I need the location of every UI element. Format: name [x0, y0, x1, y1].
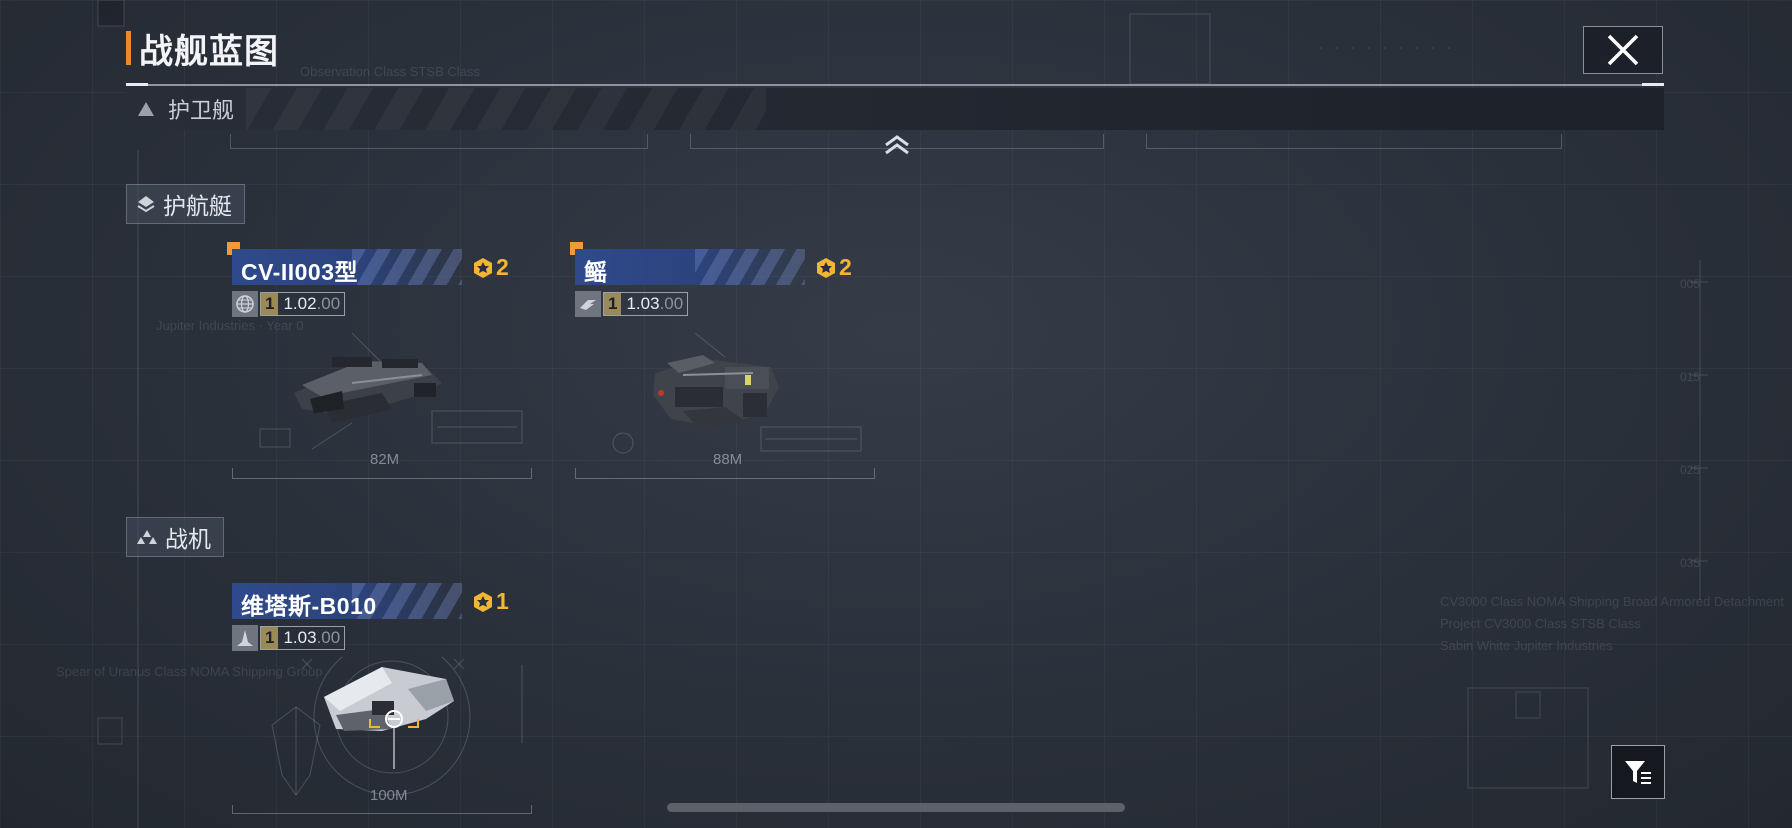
- version-main: 1.02: [283, 294, 317, 313]
- version-sub: .00: [659, 294, 684, 313]
- ruler-decoration: [690, 134, 1104, 149]
- section-tag-escort-boat: 护航艇: [126, 184, 245, 224]
- category-dropdown[interactable]: 护卫舰: [126, 88, 1664, 130]
- ship-stats: 1 1.03.00: [575, 291, 689, 317]
- ruler-decoration: [230, 134, 648, 149]
- filter-button[interactable]: [1611, 745, 1665, 799]
- rank-emblem-icon: [817, 257, 835, 278]
- fighter-squad-icon: [135, 527, 159, 547]
- ship-name-bar: [575, 249, 805, 285]
- ship-name-bar: [232, 249, 462, 285]
- ship-illustration: [271, 657, 523, 796]
- version-box: 1 1.02.00: [260, 292, 346, 316]
- ship-name: 鳐: [584, 259, 608, 285]
- divider-cap-right: [1642, 83, 1664, 86]
- ship-illustration: [612, 332, 862, 454]
- ship-card-cv-ii003[interactable]: CV-II003型 2 1 1.02.00: [227, 242, 532, 483]
- ship-rank: 2: [472, 254, 509, 281]
- horizontal-scrollbar[interactable]: [667, 803, 1125, 812]
- ship-rank: 2: [815, 254, 852, 281]
- length-ruler: [575, 468, 875, 479]
- section-label: 护航艇: [163, 193, 232, 219]
- collapse-button[interactable]: [884, 134, 910, 161]
- filter-icon: [1625, 761, 1651, 784]
- layers-icon: [135, 194, 157, 214]
- ship-length: 88M: [713, 451, 743, 468]
- double-chevron-up-icon: [885, 135, 909, 155]
- length-ruler: [232, 805, 532, 814]
- page-title: 战舰蓝图: [139, 32, 279, 71]
- divider-cap-left: [126, 83, 148, 86]
- version-box: 1 1.03.00: [603, 292, 689, 316]
- ruler-decoration: [1146, 134, 1562, 149]
- section-label: 战机: [165, 526, 211, 552]
- ship-rank: 1: [472, 588, 509, 615]
- rank-emblem-icon: [474, 591, 492, 612]
- ship-card-ray[interactable]: 鳐 2 1 1.03.00: [570, 242, 875, 483]
- ship-name: 维塔斯-B010: [241, 593, 377, 619]
- ship-length: 100M: [370, 787, 408, 804]
- globe-icon: [232, 291, 258, 317]
- rank-number: 2: [839, 254, 852, 280]
- ship-level: 1: [604, 293, 622, 315]
- header-divider: [126, 84, 1664, 86]
- wing-logo-icon: [575, 291, 601, 317]
- version-box: 1 1.03.00: [260, 626, 346, 650]
- page-header: 战舰蓝图: [126, 30, 279, 71]
- length-ruler: [232, 468, 532, 479]
- rank-number: 2: [496, 254, 509, 280]
- version-main: 1.03: [626, 294, 660, 313]
- rank-emblem-icon: [474, 257, 492, 278]
- close-icon: [1607, 34, 1639, 66]
- ship-level: 1: [261, 627, 279, 649]
- fighter-icon: [232, 625, 258, 651]
- triangle-up-icon: [138, 102, 154, 116]
- close-button[interactable]: [1583, 26, 1663, 74]
- version-sub: .00: [316, 294, 341, 313]
- ship-version: 1.02.00: [278, 294, 344, 314]
- ship-name: CV-II003型: [241, 259, 358, 285]
- version-main: 1.03: [283, 628, 317, 647]
- ship-level: 1: [261, 293, 279, 315]
- ship-version: 1.03.00: [278, 628, 344, 648]
- section-tag-fighter: 战机: [126, 517, 224, 557]
- ship-stats: 1 1.02.00: [232, 291, 346, 317]
- ship-version: 1.03.00: [621, 294, 687, 314]
- rank-number: 1: [496, 588, 509, 614]
- title-accent-bar: [126, 31, 131, 65]
- ship-illustration: [259, 332, 523, 450]
- category-label: 护卫舰: [168, 98, 235, 123]
- ship-length: 82M: [370, 451, 400, 468]
- ship-stats: 1 1.03.00: [232, 625, 346, 651]
- ship-name-bar: [232, 583, 462, 619]
- ship-card-vitas-b010[interactable]: 维塔斯-B010 1 1 1.03.00: [232, 577, 532, 822]
- version-sub: .00: [316, 628, 341, 647]
